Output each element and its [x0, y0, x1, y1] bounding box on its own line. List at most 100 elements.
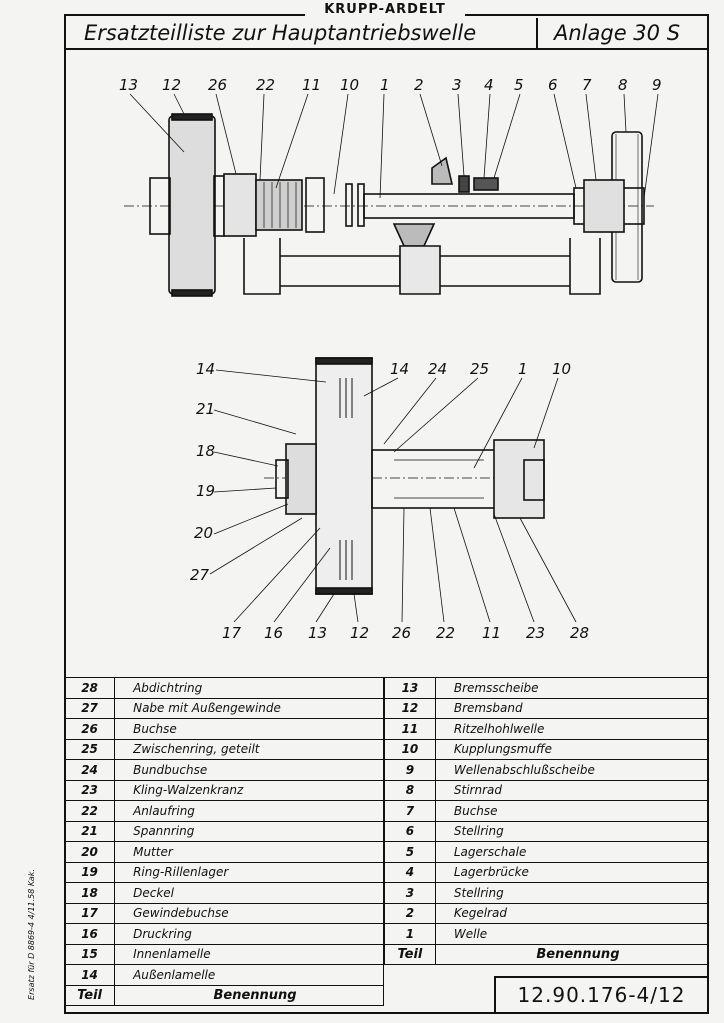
label-1-bottom: 1	[518, 360, 528, 378]
label-23: 23	[526, 624, 545, 642]
page-title: Ersatzteilliste zur Hauptantriebswelle	[84, 21, 477, 45]
anlage-box: Anlage 30 S	[536, 18, 711, 48]
part-name: Ritzelhohlwelle	[434, 718, 710, 740]
part-name: Innenlamelle	[114, 943, 384, 965]
part-number: 3	[384, 882, 436, 904]
label-22: 22	[256, 76, 275, 94]
part-name: Bremsscheibe	[434, 677, 710, 699]
part-number: 16	[63, 923, 116, 945]
part-name: Druckring	[114, 923, 384, 945]
part-number: 26	[63, 718, 116, 740]
part-number: 19	[63, 861, 116, 883]
part-name: Bremsband	[434, 697, 710, 719]
part-number: 23	[63, 779, 116, 801]
part-number: 13	[384, 677, 436, 699]
label-9: 9	[652, 76, 662, 94]
part-name: Wellenabschlußscheibe	[434, 759, 710, 781]
label-5: 5	[514, 76, 524, 94]
part-number: 5	[384, 841, 436, 863]
part-number: 25	[63, 738, 116, 760]
label-14-top: 14	[390, 360, 409, 378]
part-number: 15	[63, 943, 116, 965]
label-3: 3	[452, 76, 462, 94]
label-1: 1	[380, 76, 390, 94]
technical-drawing: 13 12 26 22 11 10 1 2 3 4 5 6 7 8 9	[119, 76, 662, 642]
label-2: 2	[414, 76, 424, 94]
part-name: Lagerschale	[434, 841, 710, 863]
part-name: Kling-Walzenkranz	[114, 779, 384, 801]
part-name: Zwischenring, geteilt	[114, 738, 384, 760]
part-name: Lagerbrücke	[434, 861, 710, 883]
label-7: 7	[582, 76, 592, 94]
label-11: 11	[302, 76, 321, 94]
part-name: Abdichtring	[114, 677, 384, 699]
label-6: 6	[548, 76, 558, 94]
label-26: 26	[208, 76, 227, 94]
part-number: 21	[63, 820, 116, 842]
part-number: 10	[384, 738, 436, 760]
top-drawing-labels: 13 12 26 22 11 10 1 2 3 4 5 6 7 8 9	[119, 76, 662, 94]
part-number: 6	[384, 820, 436, 842]
part-name: Bundbuchse	[114, 759, 384, 781]
part-number: 17	[63, 902, 116, 924]
label-27: 27	[190, 566, 210, 584]
label-11-bottom: 11	[482, 624, 501, 642]
part-number: 9	[384, 759, 436, 781]
part-number: 14	[63, 964, 116, 986]
header-benennung: Benennung	[434, 943, 710, 965]
part-name: Spannring	[114, 820, 384, 842]
part-name: Anlaufring	[114, 800, 384, 822]
top-leader-lines	[129, 93, 659, 199]
part-name: Nabe mit Außengewinde	[114, 697, 384, 719]
label-18: 18	[196, 442, 215, 460]
part-number: 18	[63, 882, 116, 904]
part-name: Stellring	[434, 882, 710, 904]
header-benennung: Benennung	[114, 984, 384, 1006]
part-number: 4	[384, 861, 436, 883]
part-number: 11	[384, 718, 436, 740]
label-17: 17	[222, 624, 242, 642]
label-26-bottom: 26	[392, 624, 411, 642]
part-number: 12	[384, 697, 436, 719]
part-number: 22	[63, 800, 116, 822]
header-teil: Teil	[384, 943, 436, 965]
part-name: Außenlamelle	[114, 964, 384, 986]
part-name: Stirnrad	[434, 779, 710, 801]
label-19: 19	[196, 482, 215, 500]
part-number: 27	[63, 697, 116, 719]
part-number: 8	[384, 779, 436, 801]
label-13: 13	[119, 76, 138, 94]
label-12: 12	[162, 76, 181, 94]
part-number: 2	[384, 902, 436, 924]
header-teil: Teil	[63, 984, 116, 1006]
top-assembly-drawing	[124, 113, 654, 297]
label-4: 4	[484, 76, 494, 94]
part-number: 20	[63, 841, 116, 863]
title-row: Ersatzteilliste zur Hauptantriebswelle	[64, 18, 709, 50]
part-name: Kupplungsmuffe	[434, 738, 710, 760]
label-10: 10	[340, 76, 359, 94]
label-12-bottom: 12	[350, 624, 369, 642]
part-name: Buchse	[114, 718, 384, 740]
